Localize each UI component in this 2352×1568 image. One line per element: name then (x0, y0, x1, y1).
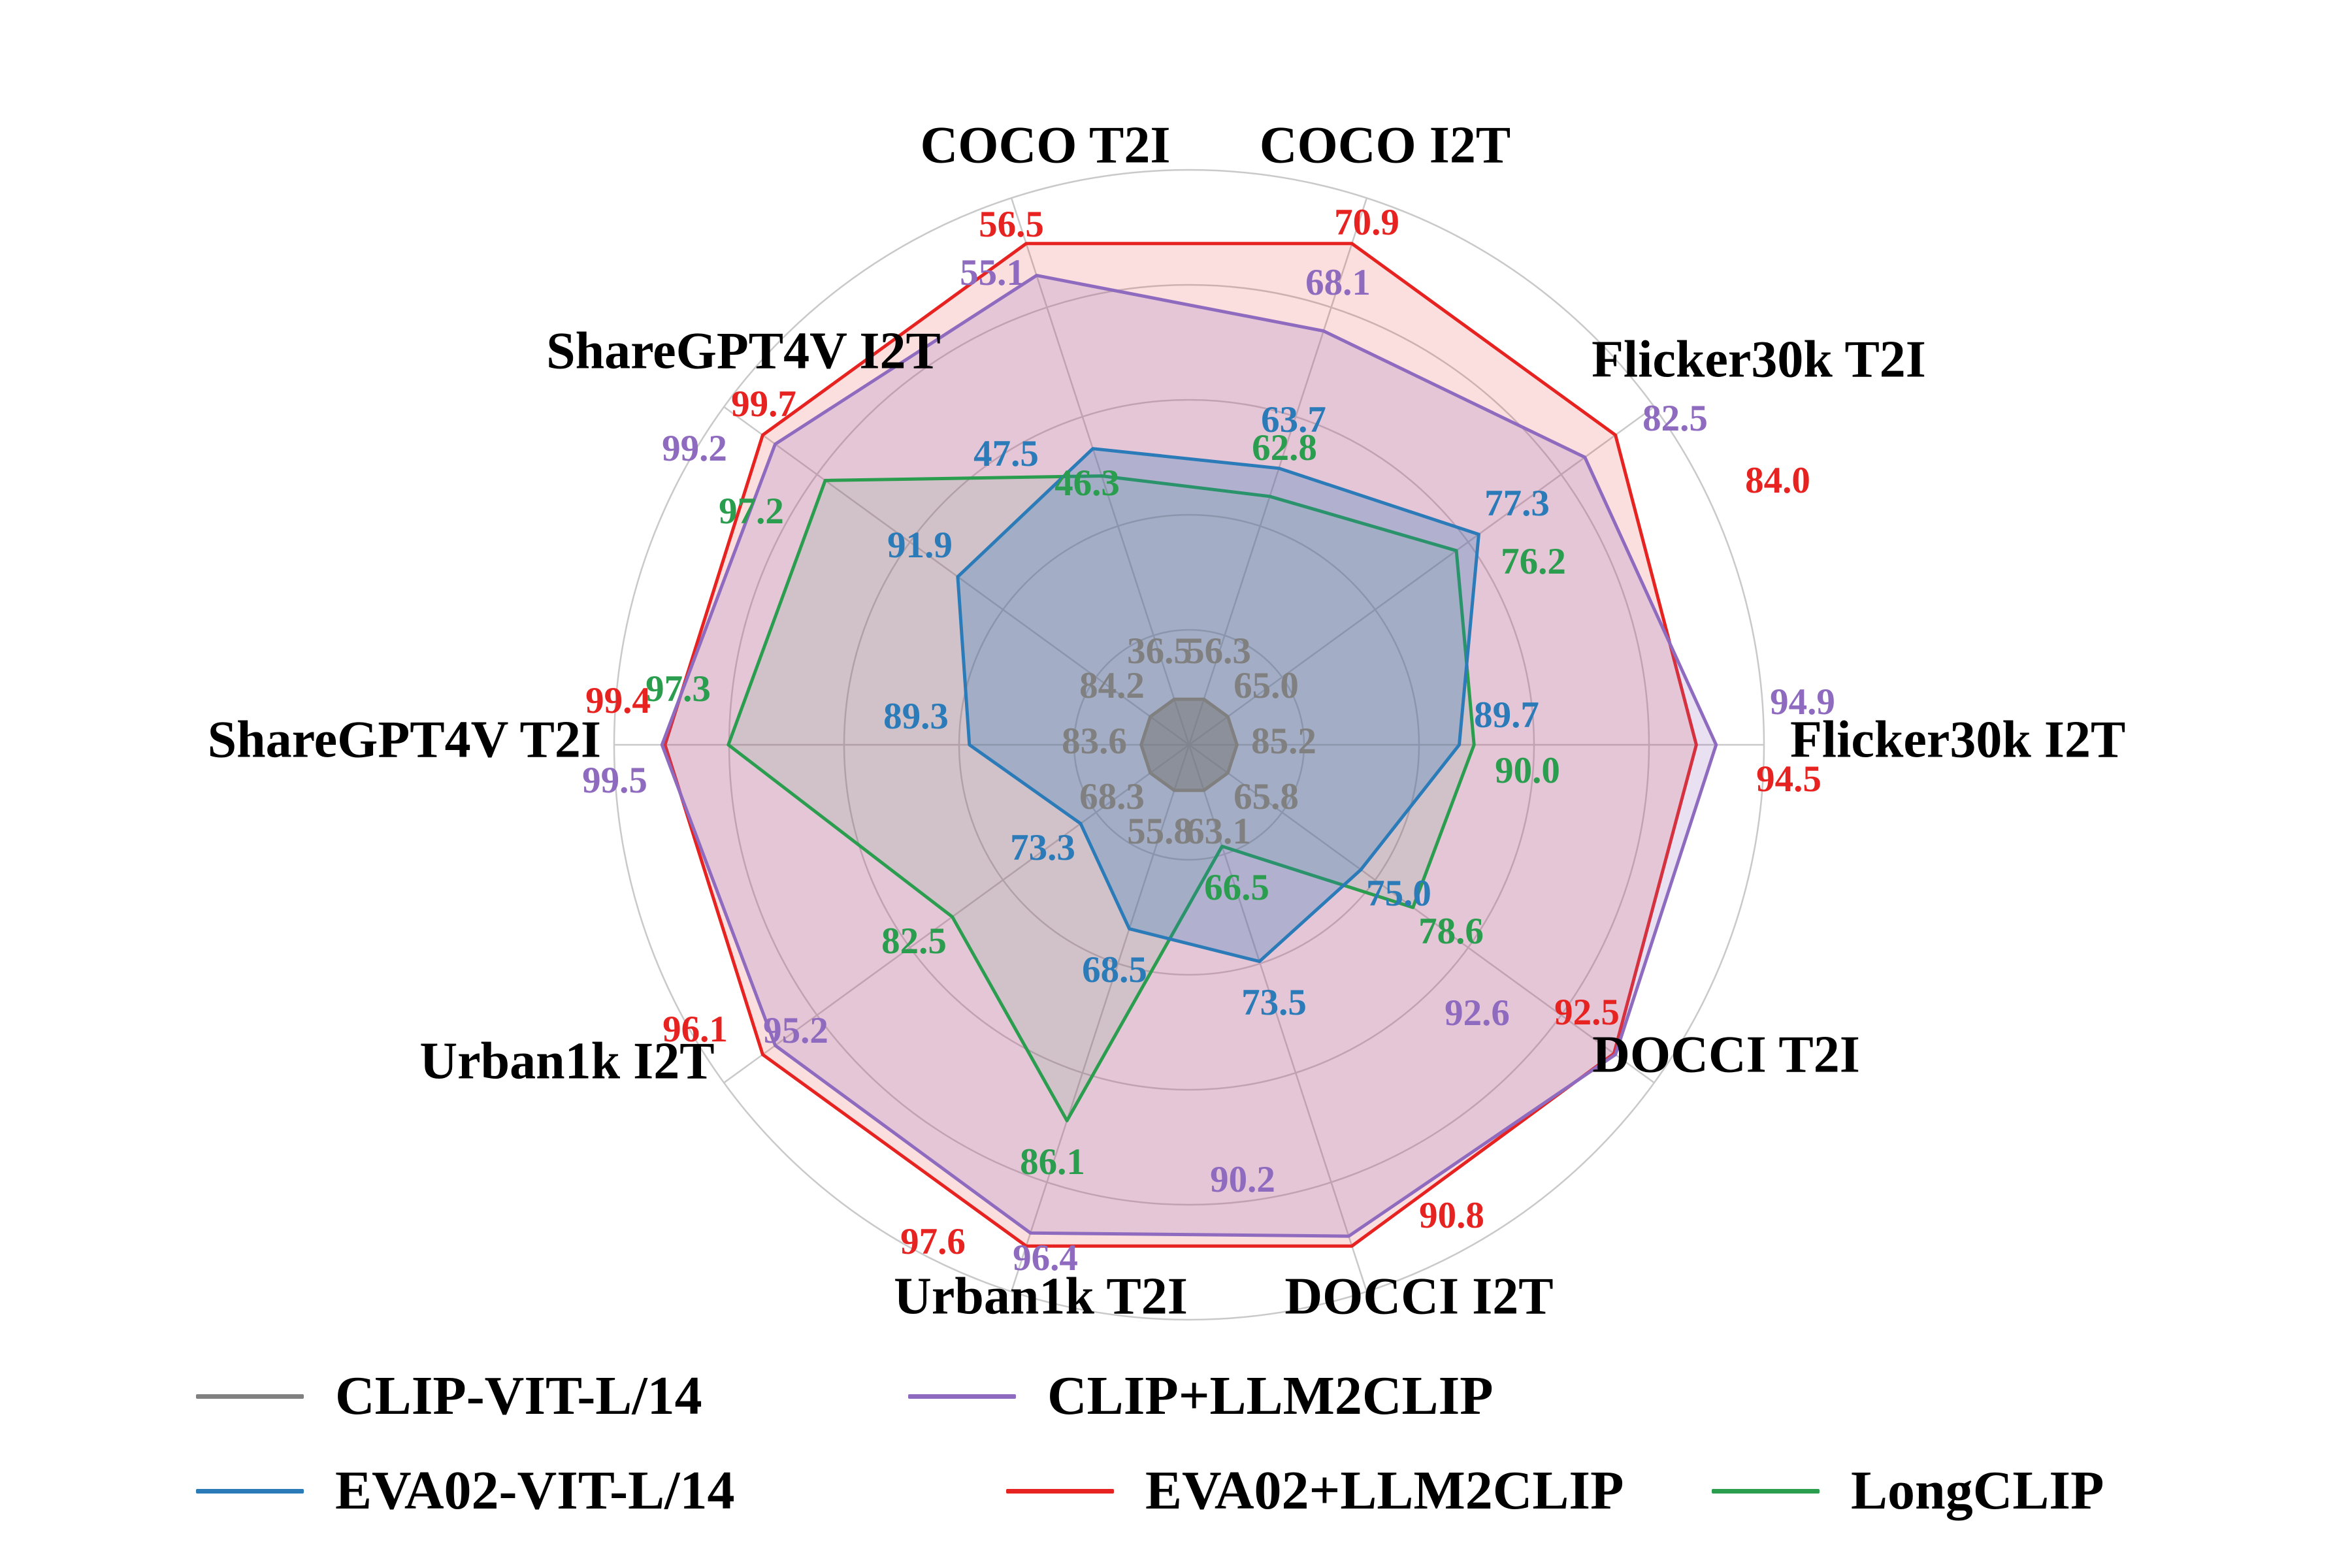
value-label: 76.2 (1501, 541, 1566, 582)
value-label: 96.4 (1013, 1237, 1078, 1279)
value-label: 91.9 (887, 525, 953, 566)
value-label: 89.3 (883, 696, 949, 737)
value-label: 36.5 (1127, 630, 1192, 672)
axis-label: ShareGPT4V I2T (546, 322, 941, 380)
value-label: 63.1 (1186, 811, 1251, 852)
radar-series-clip-vit-l-14 (1139, 697, 1239, 792)
radar-axis-line (1188, 743, 1655, 1084)
legend-line-eva02-llm2clip (1006, 1488, 1114, 1494)
value-label: 89.7 (1474, 694, 1539, 736)
value-label: 56.5 (979, 204, 1044, 245)
value-label: 73.5 (1241, 982, 1307, 1023)
value-label: 96.1 (662, 1009, 728, 1050)
axis-label: DOCCI T2I (1592, 1026, 1860, 1083)
radar-axis-line (1010, 197, 1190, 745)
value-label: 92.6 (1445, 992, 1510, 1034)
value-label: 77.3 (1484, 483, 1550, 524)
axis-label: COCO T2I (920, 116, 1170, 174)
legend-line-eva02-vit-l14 (196, 1488, 304, 1494)
radar-axis-line (1010, 744, 1190, 1292)
value-label: 99.4 (585, 680, 651, 721)
radar-axis-line (723, 743, 1190, 1084)
value-label: 99.2 (662, 428, 727, 469)
axis-label: DOCCI I2T (1284, 1267, 1553, 1325)
value-label: 78.6 (1418, 911, 1484, 952)
value-label: 65.8 (1233, 776, 1299, 817)
legend-item-clip-vit-l14: CLIP-VIT-L/14 (196, 1369, 702, 1424)
legend-label-eva02-vit-l14: EVA02-VIT-L/14 (335, 1460, 735, 1521)
radar-series-eva02-vit-l-14 (956, 447, 1480, 964)
value-label: 55.8 (1127, 811, 1192, 852)
value-label: 70.9 (1334, 202, 1399, 243)
value-label: 63.7 (1261, 399, 1326, 440)
legend-item-longclip: LongCLIP (1712, 1463, 2104, 1518)
value-label: 65.0 (1233, 665, 1299, 706)
value-label: 90.0 (1495, 750, 1560, 791)
value-label: 95.2 (763, 1010, 828, 1051)
value-label: 56.3 (1186, 630, 1251, 672)
radar-series-longclip (727, 474, 1476, 1122)
legend-line-longclip (1712, 1488, 1820, 1494)
value-label: 47.5 (973, 433, 1039, 474)
value-label: 46.3 (1054, 463, 1120, 504)
value-label: 82.5 (1642, 398, 1708, 439)
radar-axis-line (1188, 197, 1368, 745)
radar-axis-line (1188, 406, 1655, 746)
value-label: 99.7 (731, 384, 796, 425)
axis-label: Flicker30k T2I (1592, 331, 1926, 388)
value-label: 97.3 (645, 668, 711, 710)
value-label: 83.6 (1062, 721, 1127, 762)
legend-item-clip-llm2clip: CLIP+LLM2CLIP (908, 1369, 1494, 1424)
value-label: 85.2 (1251, 721, 1316, 762)
legend-label-clip-llm2clip: CLIP+LLM2CLIP (1047, 1365, 1494, 1426)
value-label: 68.5 (1082, 949, 1147, 990)
value-label: 68.1 (1305, 262, 1371, 303)
value-label: 90.2 (1210, 1159, 1275, 1200)
value-label: 84.2 (1079, 665, 1145, 706)
legend-line-clip-vit-l14 (196, 1394, 304, 1399)
value-label: 82.5 (881, 921, 947, 962)
radar-axis-line (1188, 744, 1368, 1292)
legend-label-eva02-llm2clip: EVA02+LLM2CLIP (1145, 1460, 1624, 1521)
legend-line-clip-llm2clip (908, 1394, 1016, 1399)
legend-label-longclip: LongCLIP (1851, 1460, 2104, 1521)
value-label: 92.5 (1554, 992, 1620, 1033)
value-label: 75.0 (1366, 873, 1431, 914)
axis-label: Urban1k T2I (894, 1267, 1188, 1325)
value-label: 66.5 (1204, 867, 1269, 908)
value-label: 90.8 (1419, 1195, 1484, 1236)
value-label: 84.0 (1745, 460, 1810, 501)
value-label: 99.5 (582, 760, 647, 801)
axis-label: ShareGPT4V T2I (208, 711, 601, 768)
value-label: 68.3 (1079, 776, 1145, 817)
axis-label: Flicker30k I2T (1790, 711, 2125, 768)
value-label: 55.1 (960, 252, 1025, 293)
legend-label-clip-vit-l14: CLIP-VIT-L/14 (335, 1365, 702, 1426)
legend-item-eva02-vit-l14: EVA02-VIT-L/14 (196, 1463, 735, 1518)
value-label: 97.2 (719, 491, 784, 532)
value-label: 86.1 (1020, 1141, 1085, 1183)
value-label: 62.8 (1252, 427, 1317, 468)
value-label: 97.6 (900, 1221, 966, 1262)
value-label: 94.5 (1756, 759, 1821, 800)
legend-item-eva02-llm2clip: EVA02+LLM2CLIP (1006, 1463, 1624, 1518)
value-label: 73.3 (1010, 827, 1075, 868)
axis-label: COCO I2T (1260, 116, 1511, 174)
value-label: 94.9 (1770, 681, 1835, 723)
axis-label: Urban1k I2T (419, 1032, 714, 1090)
